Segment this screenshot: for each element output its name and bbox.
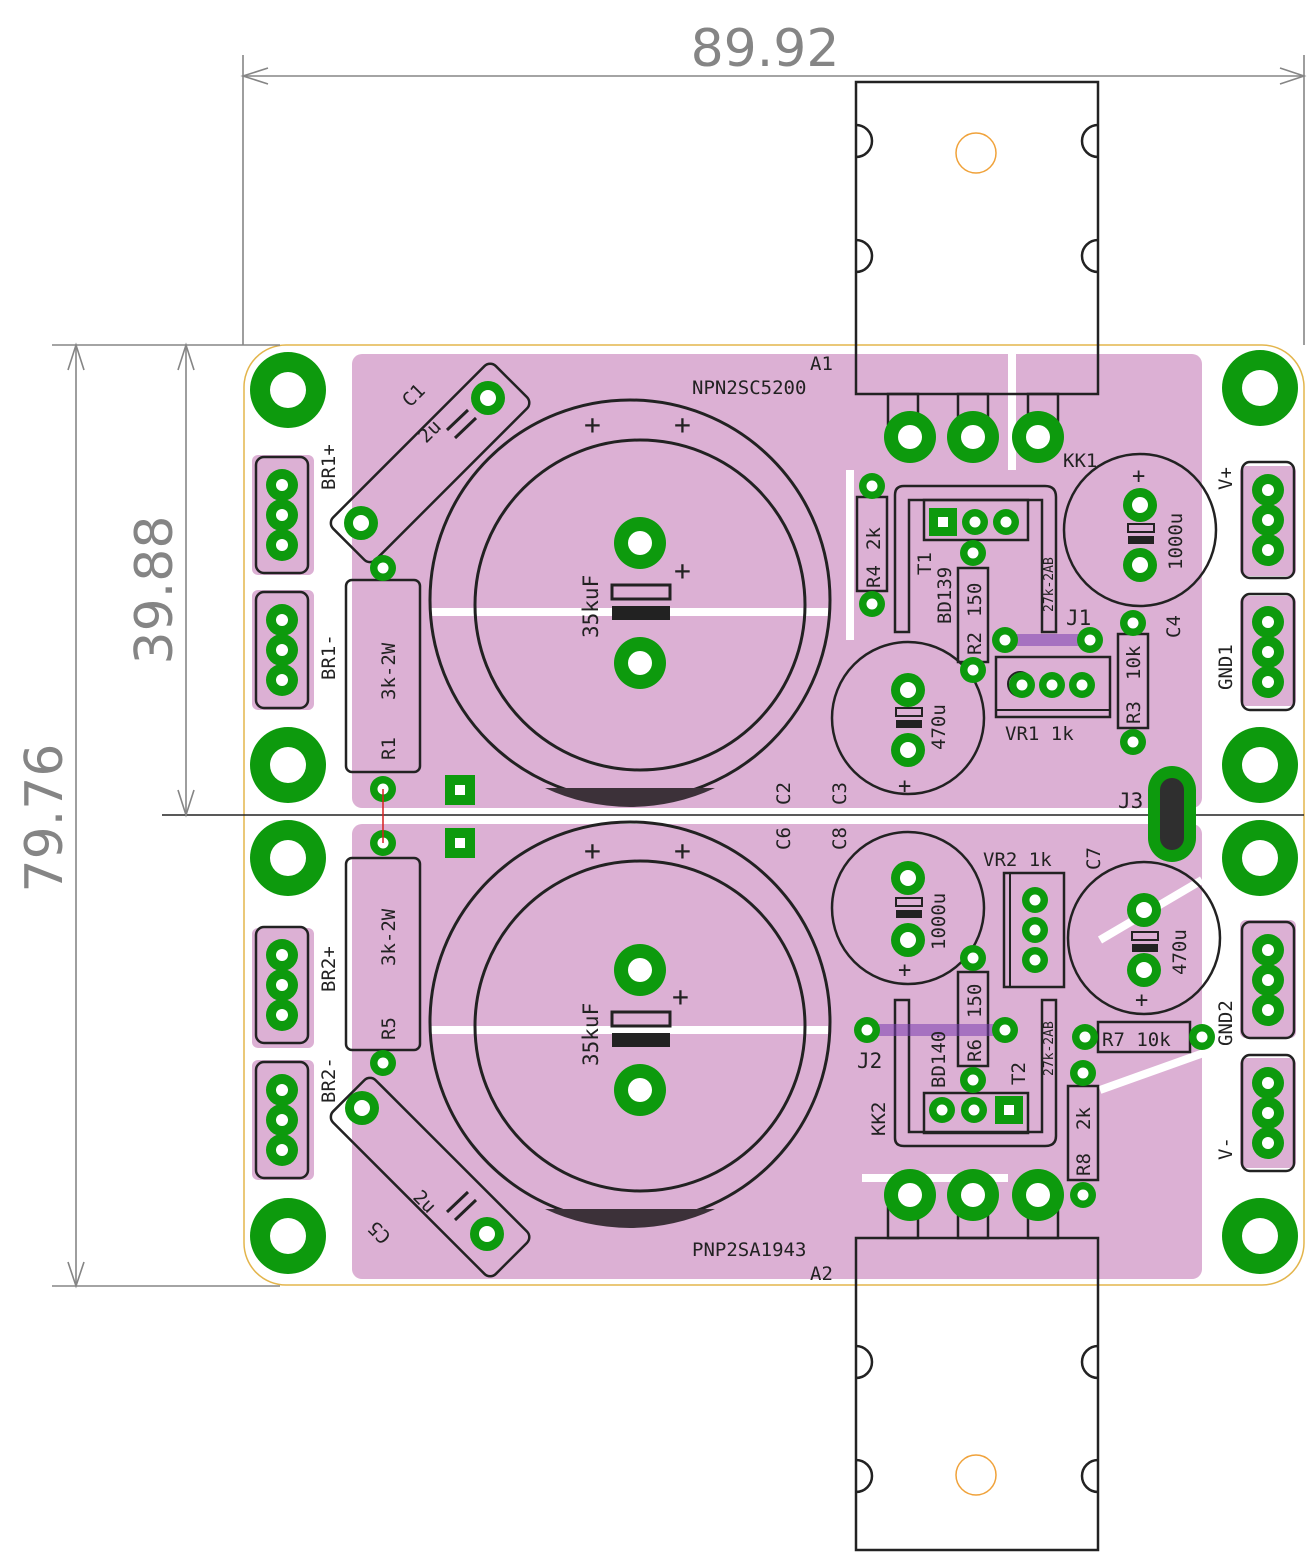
label-r6: R6	[964, 1039, 986, 1062]
jumper-j1	[992, 627, 1103, 653]
resistor-r6-outline	[956, 945, 990, 1093]
label-c7-value: 470u	[1169, 929, 1191, 975]
label-t2: T2	[1008, 1062, 1030, 1085]
label-a2: A2	[810, 1263, 833, 1285]
label-vminus: V-	[1215, 1137, 1237, 1160]
label-c3-plus: +	[898, 774, 911, 799]
label-r2: R2	[964, 632, 986, 655]
label-r3-value: 10k	[1123, 645, 1145, 680]
label-r1-value: 3k-2W	[378, 642, 400, 700]
capacitor-c7-outline	[1066, 860, 1222, 1016]
label-c2-value: 35kuF	[579, 575, 603, 638]
label-c8-plus: +	[898, 958, 911, 983]
resistor-r3-outline	[1116, 610, 1150, 755]
dimension-width-label: 89.92	[691, 19, 840, 79]
label-c6-value: 35kuF	[579, 1003, 603, 1066]
label-r8-value: 2k	[1073, 1107, 1095, 1130]
dimension-height-half-label: 39.88	[125, 516, 185, 665]
label-r1: R1	[378, 737, 400, 760]
label-r4: R4	[863, 565, 885, 588]
label-c3-value: 470u	[928, 704, 950, 750]
label-br2-plus: BR2+	[318, 946, 340, 992]
label-br2-minus: BR2-	[318, 1057, 340, 1103]
capacitor-c3-outline	[830, 640, 986, 796]
label-c7-plus: +	[1135, 988, 1148, 1013]
dimension-height-total-label: 79.76	[15, 744, 75, 893]
dimension-width	[240, 55, 1307, 345]
label-c8: C8	[829, 827, 851, 850]
label-j2: J2	[857, 1049, 882, 1073]
label-c7: C7	[1083, 847, 1105, 870]
label-r2-value: 150	[964, 583, 986, 617]
label-j1: J1	[1066, 606, 1091, 630]
label-a1: A1	[810, 353, 833, 375]
capacitor-c1-outline	[329, 362, 531, 564]
label-c8-value: 1000u	[928, 893, 950, 950]
capacitor-c2-outline	[428, 398, 832, 807]
label-vplus: V+	[1215, 467, 1237, 490]
label-r7: R7 10k	[1102, 1029, 1171, 1051]
label-j3: J3	[1118, 789, 1143, 813]
label-c4-value: 1000u	[1165, 513, 1187, 570]
label-r4-value: 2k	[863, 527, 885, 550]
label-r5: R5	[378, 1017, 400, 1040]
label-c6-plus-b: +	[674, 834, 691, 867]
label-c6: C6	[773, 827, 795, 850]
label-c2-plus-c: +	[674, 554, 691, 587]
driver-t2-pads	[929, 1096, 1023, 1124]
label-vr1: VR1 1k	[1005, 723, 1074, 745]
label-c4-plus: +	[1132, 464, 1145, 489]
resistor-r2-outline	[956, 540, 990, 683]
label-kk1: KK1	[1063, 450, 1097, 472]
square-pads	[445, 775, 475, 858]
label-br1-minus: BR1-	[318, 634, 340, 680]
label-c6-plus-c: +	[672, 980, 689, 1013]
label-c6-plus-a: +	[584, 834, 601, 867]
capacitor-c8-outline	[830, 830, 986, 986]
label-kk2: KK2	[868, 1102, 890, 1136]
driver-t1-pads	[929, 508, 1019, 536]
trimmer-vr2-outline	[1002, 871, 1066, 989]
dimension-height-half	[177, 342, 195, 818]
label-pot1-part: 27k-2AB	[1042, 557, 1057, 612]
label-gnd2: GND2	[1215, 1000, 1237, 1046]
label-r6-value: 150	[964, 984, 986, 1018]
label-c4: C4	[1163, 615, 1185, 638]
resistor-r1-outline	[344, 555, 422, 802]
label-gnd1: GND1	[1215, 644, 1237, 690]
label-bd139: BD139	[934, 567, 956, 624]
driver-t2-outline	[893, 998, 1058, 1148]
resistor-r7-outline	[1072, 1020, 1215, 1054]
label-br1-plus: BR1+	[318, 444, 340, 490]
label-vr2: VR2 1k	[983, 849, 1052, 871]
label-bd140: BD140	[928, 1031, 950, 1088]
label-r5-value: 3k-2W	[378, 908, 400, 966]
jumper-j3	[1148, 766, 1196, 862]
jumper-j2	[854, 1017, 1018, 1043]
label-pnp: PNP2SA1943	[692, 1239, 806, 1261]
label-c2-plus-a: +	[584, 408, 601, 441]
label-pot2-part: 27k-2AB	[1042, 1021, 1057, 1076]
trimmer-vr1-outline	[994, 655, 1112, 719]
label-c2-plus-b: +	[674, 408, 691, 441]
label-r8: R8	[1073, 1153, 1095, 1176]
dimension-height-total	[52, 342, 280, 1289]
resistor-r5-outline	[344, 830, 422, 1076]
capacitor-c5-outline	[329, 1076, 531, 1278]
driver-t1-outline	[893, 484, 1058, 634]
resistor-r8-outline	[1066, 1060, 1100, 1208]
resistor-r4-outline	[855, 473, 889, 617]
label-t1: T1	[914, 552, 936, 575]
label-c3: C3	[829, 782, 851, 805]
label-c2: C2	[773, 782, 795, 805]
label-npn: NPN2SC5200	[692, 377, 806, 399]
capacitor-c6-outline	[428, 820, 832, 1228]
capacitor-c4-outline	[1062, 452, 1218, 608]
label-r3: R3	[1123, 701, 1145, 724]
